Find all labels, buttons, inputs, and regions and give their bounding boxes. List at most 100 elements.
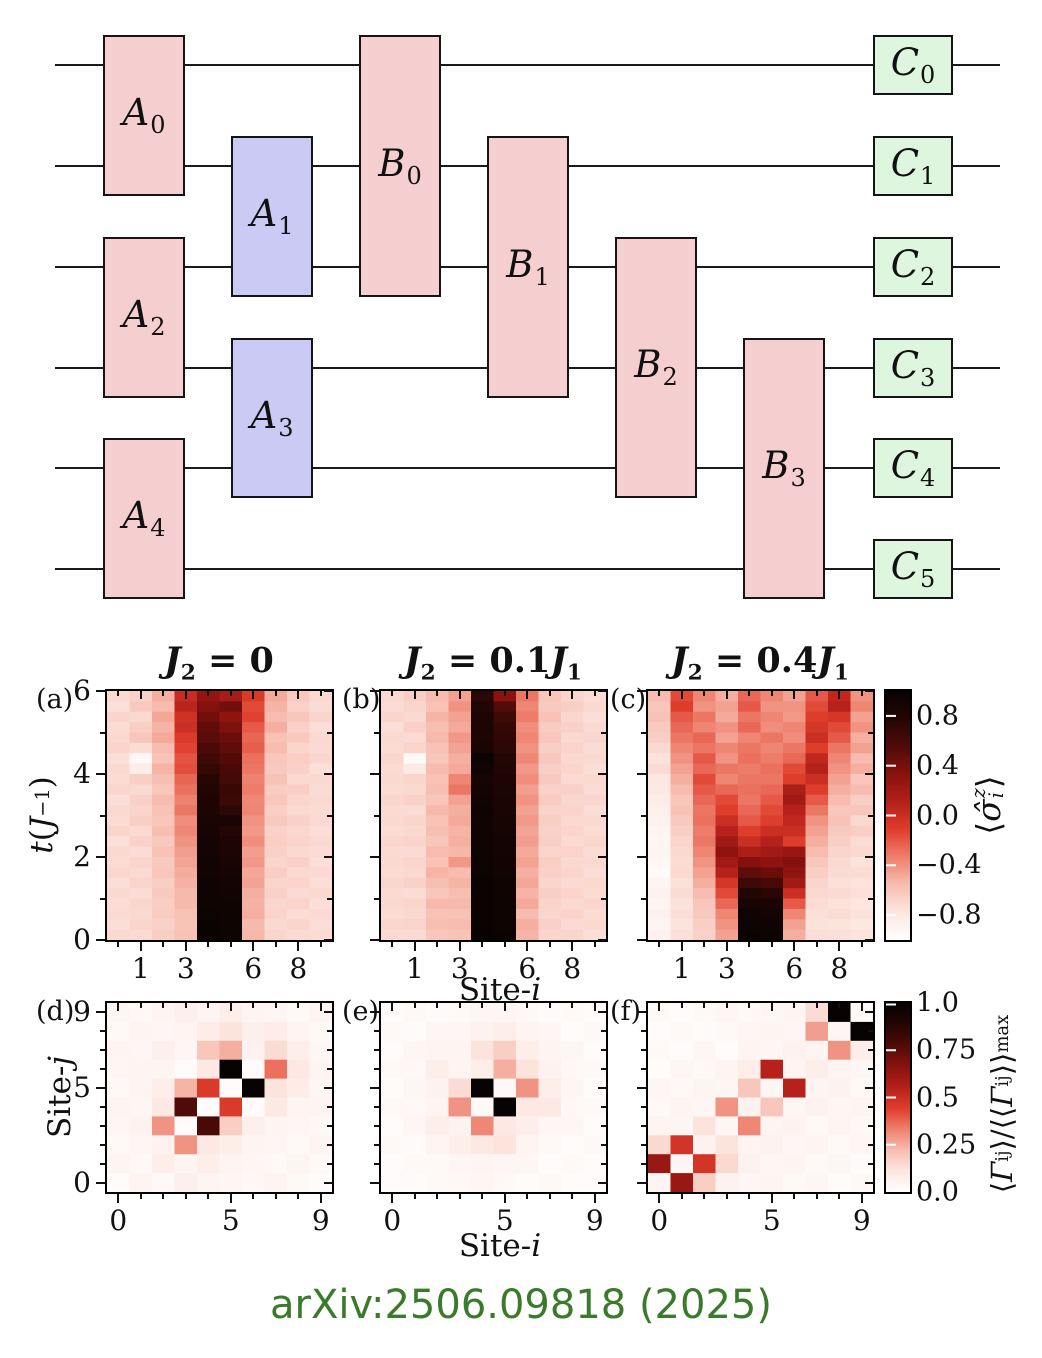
y-tick-label: 0 — [73, 922, 91, 956]
tick-mark — [100, 1124, 105, 1127]
tick-mark — [327, 1105, 332, 1108]
gate-B0-label: B0 — [378, 141, 422, 190]
tick-mark — [658, 1194, 661, 1203]
tick-mark — [601, 1030, 606, 1033]
gate-A2: A2 — [103, 237, 185, 398]
tick-mark — [868, 814, 873, 817]
x-tick-label: 0 — [650, 1204, 669, 1237]
tick-mark — [319, 691, 322, 696]
colorbar-tick-label: −0.4 — [916, 849, 982, 881]
tick-mark — [838, 691, 841, 699]
panel-title-j2-0: J2 = 0 — [164, 640, 274, 686]
tick-mark — [436, 1003, 439, 1008]
y-tick-label: 5 — [73, 1070, 91, 1104]
tick-mark — [374, 1030, 379, 1033]
colorbar-tick-label: 0.25 — [916, 1129, 977, 1161]
colorbar-tick-label: 0.0 — [916, 800, 959, 831]
tick-mark — [703, 1003, 706, 1008]
gate-A4: A4 — [103, 438, 185, 599]
tick-mark — [413, 1003, 416, 1008]
heatmap-panel-f — [646, 1001, 875, 1194]
tick-mark — [374, 897, 379, 900]
tick-mark — [96, 939, 105, 941]
tick-mark — [868, 1068, 873, 1071]
circuit-wire-0 — [55, 63, 1000, 67]
x-tick-label: 6 — [244, 952, 263, 985]
heatmap-panel-c — [646, 689, 875, 942]
tick-mark — [324, 1011, 332, 1014]
tick-mark — [207, 1003, 210, 1008]
tick-mark — [770, 1003, 773, 1011]
tick-mark — [96, 690, 105, 692]
tick-mark — [324, 690, 332, 692]
tick-mark — [748, 1003, 751, 1008]
gate-C3: C3 — [873, 338, 953, 398]
tick-mark — [637, 1087, 646, 1090]
gate-B2-label: B2 — [634, 343, 678, 391]
tick-mark — [184, 1194, 187, 1199]
panel-letter-b: (b) — [342, 684, 381, 715]
panel-letter-a: (a) — [36, 684, 74, 715]
tick-mark — [370, 690, 379, 692]
heatmap-panel-b — [379, 689, 608, 942]
colorbar-tick-label: 0.5 — [916, 1082, 959, 1113]
tick-mark — [598, 690, 606, 692]
heatmap-d-canvas — [107, 1003, 332, 1192]
tick-mark — [327, 1143, 332, 1146]
tick-mark — [571, 942, 574, 951]
tick-mark — [100, 1105, 105, 1108]
tick-mark — [327, 1124, 332, 1127]
tick-mark — [838, 1194, 841, 1199]
tick-mark — [274, 691, 277, 696]
tick-mark — [96, 773, 105, 775]
tick-mark — [838, 1003, 841, 1008]
tick-mark — [503, 1194, 506, 1203]
x-tick-label: 9 — [585, 1204, 604, 1237]
x-tick-label: 5 — [221, 1204, 240, 1237]
tick-mark — [601, 731, 606, 734]
tick-mark — [571, 691, 574, 699]
tick-mark — [100, 1030, 105, 1033]
tick-mark — [274, 1194, 277, 1199]
tick-mark — [391, 942, 394, 947]
tick-mark — [680, 942, 683, 951]
tick-mark — [391, 1003, 394, 1011]
tick-mark — [274, 942, 277, 947]
tick-mark — [252, 942, 255, 951]
gate-C3-label: C3 — [890, 343, 936, 392]
heatmap-e-canvas — [381, 1003, 606, 1192]
tick-mark — [658, 691, 661, 696]
tick-mark — [637, 939, 646, 941]
tick-mark — [458, 1194, 461, 1199]
heatmap-c-canvas — [648, 691, 873, 940]
tick-mark — [374, 1143, 379, 1146]
x-tick-label: 0 — [109, 1204, 128, 1237]
tick-mark — [458, 691, 461, 699]
tick-mark — [868, 1143, 873, 1146]
heatmap-b-canvas — [381, 691, 606, 940]
y-tick-label: 6 — [73, 673, 91, 707]
tick-mark — [865, 856, 873, 858]
gate-A1: A1 — [231, 136, 313, 297]
tick-mark — [297, 1194, 300, 1199]
gate-C5: C5 — [873, 539, 953, 599]
tick-mark — [327, 1162, 332, 1165]
tick-mark — [725, 942, 728, 951]
x-tick-label: 3 — [717, 952, 736, 985]
gate-B3: B3 — [743, 338, 825, 599]
tick-mark — [319, 942, 322, 947]
tick-mark — [319, 1194, 322, 1203]
tick-mark — [297, 942, 300, 951]
colorbar-tick-label: 0.75 — [916, 1034, 977, 1066]
tick-mark — [868, 1105, 873, 1108]
tick-mark — [637, 856, 646, 858]
tick-mark — [391, 691, 394, 696]
tick-mark — [548, 1003, 551, 1008]
tick-mark — [297, 691, 300, 699]
tick-mark — [865, 1181, 873, 1184]
tick-mark — [370, 939, 379, 941]
tick-mark — [571, 1003, 574, 1008]
gate-C1-label: C1 — [890, 141, 936, 190]
tick-mark — [598, 773, 606, 775]
